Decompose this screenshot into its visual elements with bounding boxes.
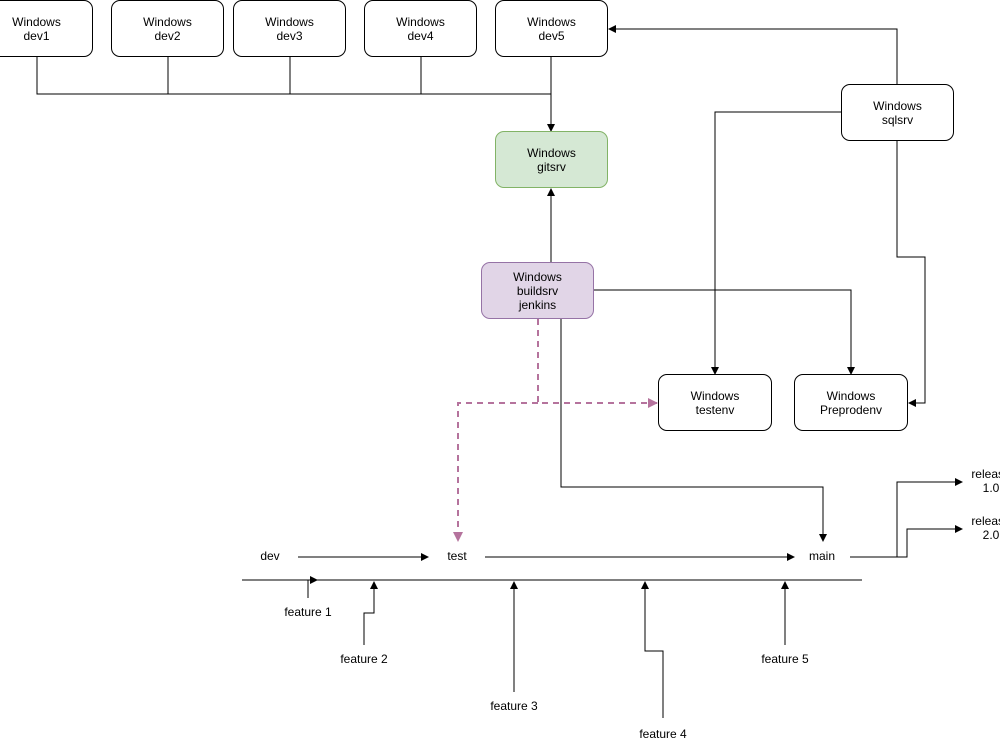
node-testenv-name: testenv: [695, 402, 735, 417]
node-testenv-type: Windows: [690, 388, 740, 403]
edge-buildsrv-main: [560, 319, 827, 542]
edge-sqlsrv-dev5: [608, 25, 898, 84]
node-dev2[interactable]: Windows dev2: [111, 0, 224, 57]
branch-release1-label: release 1.0: [966, 467, 1000, 495]
node-dev1[interactable]: Windows dev1: [0, 0, 93, 57]
edge-feature1: [307, 576, 318, 598]
node-buildsrv-type: Windows: [513, 269, 562, 284]
branch-main-label: main: [808, 549, 835, 563]
node-buildsrv-tool: jenkins: [518, 297, 557, 312]
edge-main-release2: [850, 525, 963, 558]
branch-test-label: test: [447, 549, 467, 563]
node-dev5[interactable]: Windows dev5: [495, 0, 608, 57]
edge-buildsrv-preprodenv: [594, 289, 855, 375]
node-dev1-name: dev1: [23, 28, 50, 43]
node-gitsrv-name: gitsrv: [537, 159, 566, 174]
node-dev2-type: Windows: [143, 14, 192, 29]
node-dev4-name: dev4: [407, 28, 434, 43]
node-dev3-type: Windows: [265, 14, 314, 29]
node-sqlsrv-type: Windows: [873, 98, 922, 113]
edge-main-release1: [850, 478, 963, 558]
branch-release1-line1: release: [971, 467, 1000, 481]
node-dev1-type: Windows: [12, 14, 61, 29]
feature-2-label: feature 2: [340, 652, 388, 666]
node-preprodenv-type: Windows: [826, 388, 876, 403]
node-sqlsrv[interactable]: Windows sqlsrv: [841, 84, 954, 141]
feature-3-label: feature 3: [490, 699, 538, 713]
node-preprodenv-name: Preprodenv: [819, 402, 883, 417]
node-buildsrv-name: buildsrv: [516, 283, 559, 298]
branch-dev-label: dev: [260, 549, 280, 563]
node-dev4-type: Windows: [396, 14, 445, 29]
node-buildsrv[interactable]: Windows buildsrv jenkins: [481, 262, 594, 319]
node-dev5-type: Windows: [527, 14, 576, 29]
edge-feature2: [363, 581, 378, 645]
feature-4-label: feature 4: [639, 727, 687, 741]
node-dev5-name: dev5: [538, 28, 565, 43]
branch-release2-label: release 2.0: [966, 514, 1000, 542]
node-dev3[interactable]: Windows dev3: [233, 0, 346, 57]
node-testenv[interactable]: Windows testenv: [658, 374, 772, 431]
node-preprodenv[interactable]: Windows Preprodenv: [794, 374, 908, 431]
edge-buildsrv-test-dashed: [453, 402, 538, 542]
edge-dev1-bus: [36, 57, 551, 95]
feature-1-label: feature 1: [284, 605, 332, 619]
edge-buildsrv-testenv-dashed: [537, 319, 658, 408]
branch-release1-line2: 1.0: [982, 481, 1000, 495]
node-dev3-name: dev3: [276, 28, 303, 43]
edge-sqlsrv-testenv: [711, 111, 841, 375]
node-sqlsrv-name: sqlsrv: [881, 112, 914, 127]
feature-5-label: feature 5: [761, 652, 809, 666]
branch-release2-line1: release: [971, 514, 1000, 528]
node-gitsrv[interactable]: Windows gitsrv: [495, 131, 608, 188]
node-dev4[interactable]: Windows dev4: [364, 0, 477, 57]
edge-sqlsrv-preprodenv: [896, 141, 926, 407]
branch-release2-line2: 2.0: [982, 528, 1000, 542]
node-dev2-name: dev2: [154, 28, 181, 43]
edge-feature4: [641, 581, 664, 718]
node-gitsrv-type: Windows: [527, 145, 576, 160]
